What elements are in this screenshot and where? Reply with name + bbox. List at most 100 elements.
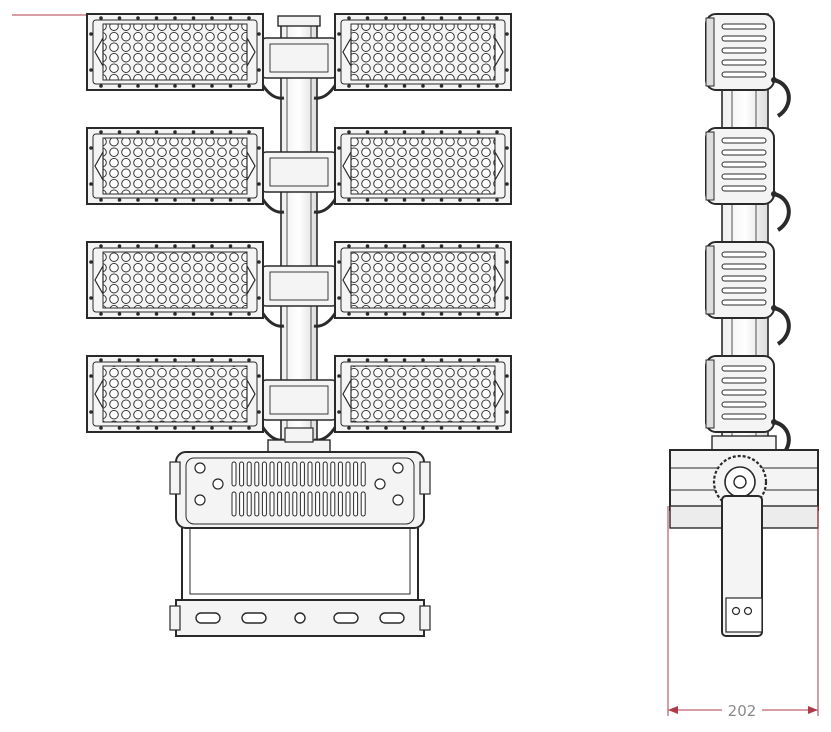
screw	[173, 16, 177, 20]
screw	[365, 358, 370, 362]
gland	[212, 478, 224, 490]
screw	[476, 312, 481, 316]
screw	[136, 84, 140, 88]
screw	[154, 84, 159, 88]
led-module-frame	[340, 19, 506, 85]
side-cable	[773, 192, 791, 232]
screw	[154, 16, 159, 20]
side-cable	[773, 306, 791, 346]
side-fin	[721, 263, 767, 270]
screw	[228, 244, 233, 248]
screw	[191, 130, 196, 134]
screw	[191, 358, 196, 362]
screw	[247, 312, 251, 316]
screw	[117, 426, 122, 430]
screw	[384, 312, 388, 316]
side-cable	[773, 78, 791, 118]
screw	[337, 296, 341, 300]
dimension-label: 202	[728, 702, 757, 720]
lens-tab	[246, 263, 256, 297]
screw	[210, 198, 214, 202]
screw	[257, 146, 261, 150]
screw	[154, 358, 159, 362]
screw	[458, 130, 462, 134]
mounting-slots	[195, 612, 405, 624]
lens-tab	[494, 149, 504, 183]
screw	[210, 358, 214, 362]
screw	[421, 198, 425, 202]
screw	[421, 84, 425, 88]
side-fin	[721, 251, 767, 258]
cable-gland	[771, 419, 777, 425]
cable-gland	[771, 77, 777, 83]
bolt	[194, 462, 206, 474]
lens-tab	[494, 263, 504, 297]
screw	[337, 146, 341, 150]
screw	[505, 146, 509, 150]
fin	[330, 461, 336, 487]
side-fin	[721, 287, 767, 294]
screw	[439, 16, 444, 20]
led-array	[102, 23, 248, 81]
screw	[257, 68, 261, 72]
pole-clamp-inner	[269, 385, 329, 415]
bracket-arms-inner	[189, 528, 411, 595]
screw	[476, 244, 481, 248]
lens-tab	[246, 149, 256, 183]
driver-ear-left	[169, 461, 181, 495]
screw	[421, 130, 425, 134]
screw	[402, 84, 407, 88]
screw	[173, 358, 177, 362]
screw	[117, 358, 122, 362]
screw	[99, 358, 103, 362]
fin	[360, 461, 366, 487]
screw	[173, 426, 177, 430]
screw	[495, 84, 499, 88]
screw	[257, 260, 261, 264]
side-modules	[705, 13, 791, 460]
slot	[333, 612, 359, 624]
slot	[241, 612, 267, 624]
side-bracket-plate	[725, 597, 763, 633]
fin	[239, 461, 245, 487]
bolt	[194, 494, 206, 506]
cable-gland	[771, 191, 777, 197]
lens-tab	[94, 263, 104, 297]
fin	[322, 461, 328, 487]
screw	[228, 312, 233, 316]
screw	[173, 312, 177, 316]
screw	[154, 312, 159, 316]
screw	[384, 244, 388, 248]
front-view	[86, 13, 512, 637]
screw	[384, 84, 388, 88]
lens-tab	[342, 35, 352, 69]
fin	[337, 461, 343, 487]
screw	[337, 260, 341, 264]
led-array	[350, 23, 496, 81]
bolt	[392, 462, 404, 474]
screw	[136, 16, 140, 20]
screw	[384, 358, 388, 362]
lens-tab	[494, 35, 504, 69]
pole-cap	[277, 15, 321, 27]
lens-tab	[342, 377, 352, 411]
screw	[384, 16, 388, 20]
screw	[247, 244, 251, 248]
side-module-lens	[705, 359, 715, 429]
side-fin	[721, 35, 767, 42]
screw	[337, 374, 341, 378]
screw	[257, 296, 261, 300]
screw	[257, 182, 261, 186]
screw	[89, 68, 93, 72]
screw	[505, 68, 509, 72]
lens-tab	[94, 149, 104, 183]
led-array	[102, 365, 248, 423]
screw	[347, 244, 351, 248]
fin	[284, 491, 290, 517]
screw	[384, 130, 388, 134]
screw	[247, 16, 251, 20]
screw	[439, 312, 444, 316]
screw	[191, 312, 196, 316]
screw	[191, 426, 196, 430]
lens-tab	[246, 35, 256, 69]
